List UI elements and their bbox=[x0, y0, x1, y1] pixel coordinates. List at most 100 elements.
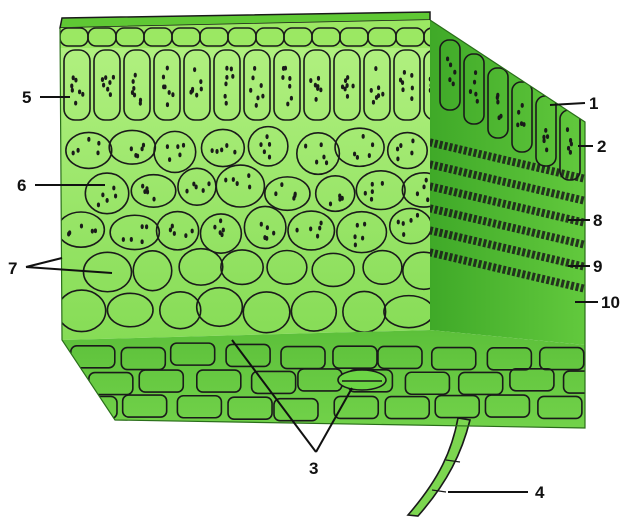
chloroplast bbox=[224, 82, 227, 87]
chloroplast bbox=[452, 81, 455, 86]
chloroplast bbox=[542, 138, 545, 143]
chloroplast bbox=[362, 134, 365, 139]
label-8: 8 bbox=[593, 211, 602, 230]
chloroplast bbox=[230, 67, 233, 72]
chloroplast bbox=[199, 79, 202, 84]
chloroplast bbox=[215, 149, 218, 154]
chloroplast bbox=[259, 142, 262, 147]
chloroplast bbox=[171, 92, 174, 97]
chloroplast bbox=[193, 67, 196, 72]
chloroplast bbox=[341, 196, 344, 201]
chloroplast bbox=[213, 225, 216, 230]
chloroplast bbox=[370, 197, 373, 202]
chloroplast bbox=[396, 147, 399, 152]
chloroplast bbox=[288, 84, 291, 89]
chloroplast bbox=[309, 78, 312, 83]
chloroplast bbox=[145, 186, 148, 191]
chloroplast bbox=[295, 228, 298, 233]
chloroplast bbox=[74, 101, 77, 106]
chloroplast bbox=[97, 141, 100, 146]
chloroplast bbox=[368, 153, 371, 158]
chloroplast bbox=[399, 143, 402, 148]
chloroplast bbox=[319, 88, 322, 93]
chloroplast bbox=[178, 152, 181, 157]
chloroplast bbox=[166, 66, 169, 71]
chloroplast bbox=[136, 154, 139, 159]
chloroplast bbox=[272, 231, 275, 236]
chloroplast bbox=[498, 115, 501, 120]
chloroplast bbox=[249, 88, 252, 93]
chloroplast bbox=[169, 228, 172, 233]
label-6: 6 bbox=[17, 176, 26, 195]
chloroplast bbox=[236, 181, 239, 186]
chloroplast bbox=[176, 144, 179, 149]
label-1: 1 bbox=[589, 94, 598, 113]
chloroplast bbox=[168, 90, 171, 95]
chloroplast bbox=[184, 233, 187, 238]
chloroplast bbox=[374, 66, 377, 71]
chloroplast bbox=[474, 70, 477, 75]
chloroplast bbox=[426, 197, 429, 202]
chloroplast bbox=[225, 66, 228, 71]
chloroplast bbox=[80, 224, 83, 229]
chloroplast bbox=[171, 224, 174, 229]
chloroplast bbox=[521, 103, 524, 108]
chloroplast bbox=[567, 146, 570, 151]
label-7: 7 bbox=[8, 259, 17, 278]
chloroplast bbox=[346, 94, 349, 99]
chloroplast bbox=[473, 80, 476, 85]
chloroplast bbox=[401, 80, 404, 85]
label-10: 10 bbox=[601, 293, 620, 312]
chloroplast bbox=[516, 123, 519, 128]
chloroplast bbox=[403, 70, 406, 75]
chloroplast bbox=[304, 144, 307, 149]
chloroplast bbox=[182, 143, 185, 148]
chloroplast bbox=[195, 93, 198, 98]
chloroplast bbox=[220, 147, 223, 152]
chloroplast bbox=[566, 127, 569, 132]
chloroplast bbox=[361, 236, 364, 241]
chloroplast bbox=[316, 234, 319, 239]
chloroplast bbox=[396, 157, 399, 162]
chloroplast bbox=[372, 100, 375, 105]
chloroplast bbox=[87, 137, 90, 142]
chloroplast bbox=[496, 100, 499, 105]
chloroplast bbox=[318, 226, 321, 231]
chloroplast bbox=[411, 139, 414, 144]
chloroplast bbox=[109, 92, 112, 97]
chloroplast bbox=[545, 147, 548, 152]
chloroplast bbox=[253, 66, 256, 71]
chloroplast bbox=[469, 89, 472, 94]
chloroplast bbox=[517, 110, 520, 115]
chloroplast bbox=[320, 142, 323, 147]
chloroplast bbox=[370, 88, 373, 93]
chloroplast bbox=[364, 191, 367, 196]
chloroplast bbox=[106, 87, 109, 92]
chloroplast bbox=[281, 75, 284, 80]
chloroplast bbox=[231, 74, 234, 79]
chloroplast bbox=[141, 239, 144, 244]
chloroplast bbox=[268, 142, 271, 147]
chloroplast bbox=[263, 149, 266, 154]
chloroplast bbox=[416, 213, 419, 218]
chloroplast bbox=[377, 85, 380, 90]
chloroplast bbox=[416, 191, 419, 196]
side-face bbox=[430, 20, 585, 345]
chloroplast bbox=[315, 160, 318, 165]
chloroplast bbox=[70, 84, 73, 89]
chloroplast bbox=[192, 182, 195, 187]
chloroplast bbox=[422, 184, 425, 189]
chloroplast bbox=[255, 103, 258, 108]
chloroplast bbox=[140, 146, 143, 151]
chloroplast bbox=[546, 134, 549, 139]
chloroplast bbox=[446, 56, 449, 61]
chloroplast bbox=[225, 101, 228, 106]
chloroplast bbox=[225, 75, 228, 80]
chloroplast bbox=[356, 155, 359, 160]
chloroplast bbox=[293, 193, 296, 198]
chloroplast bbox=[166, 144, 169, 149]
chloroplast bbox=[134, 73, 137, 78]
chloroplast bbox=[314, 97, 317, 102]
chloroplast bbox=[132, 86, 135, 91]
chloroplast bbox=[411, 86, 414, 91]
